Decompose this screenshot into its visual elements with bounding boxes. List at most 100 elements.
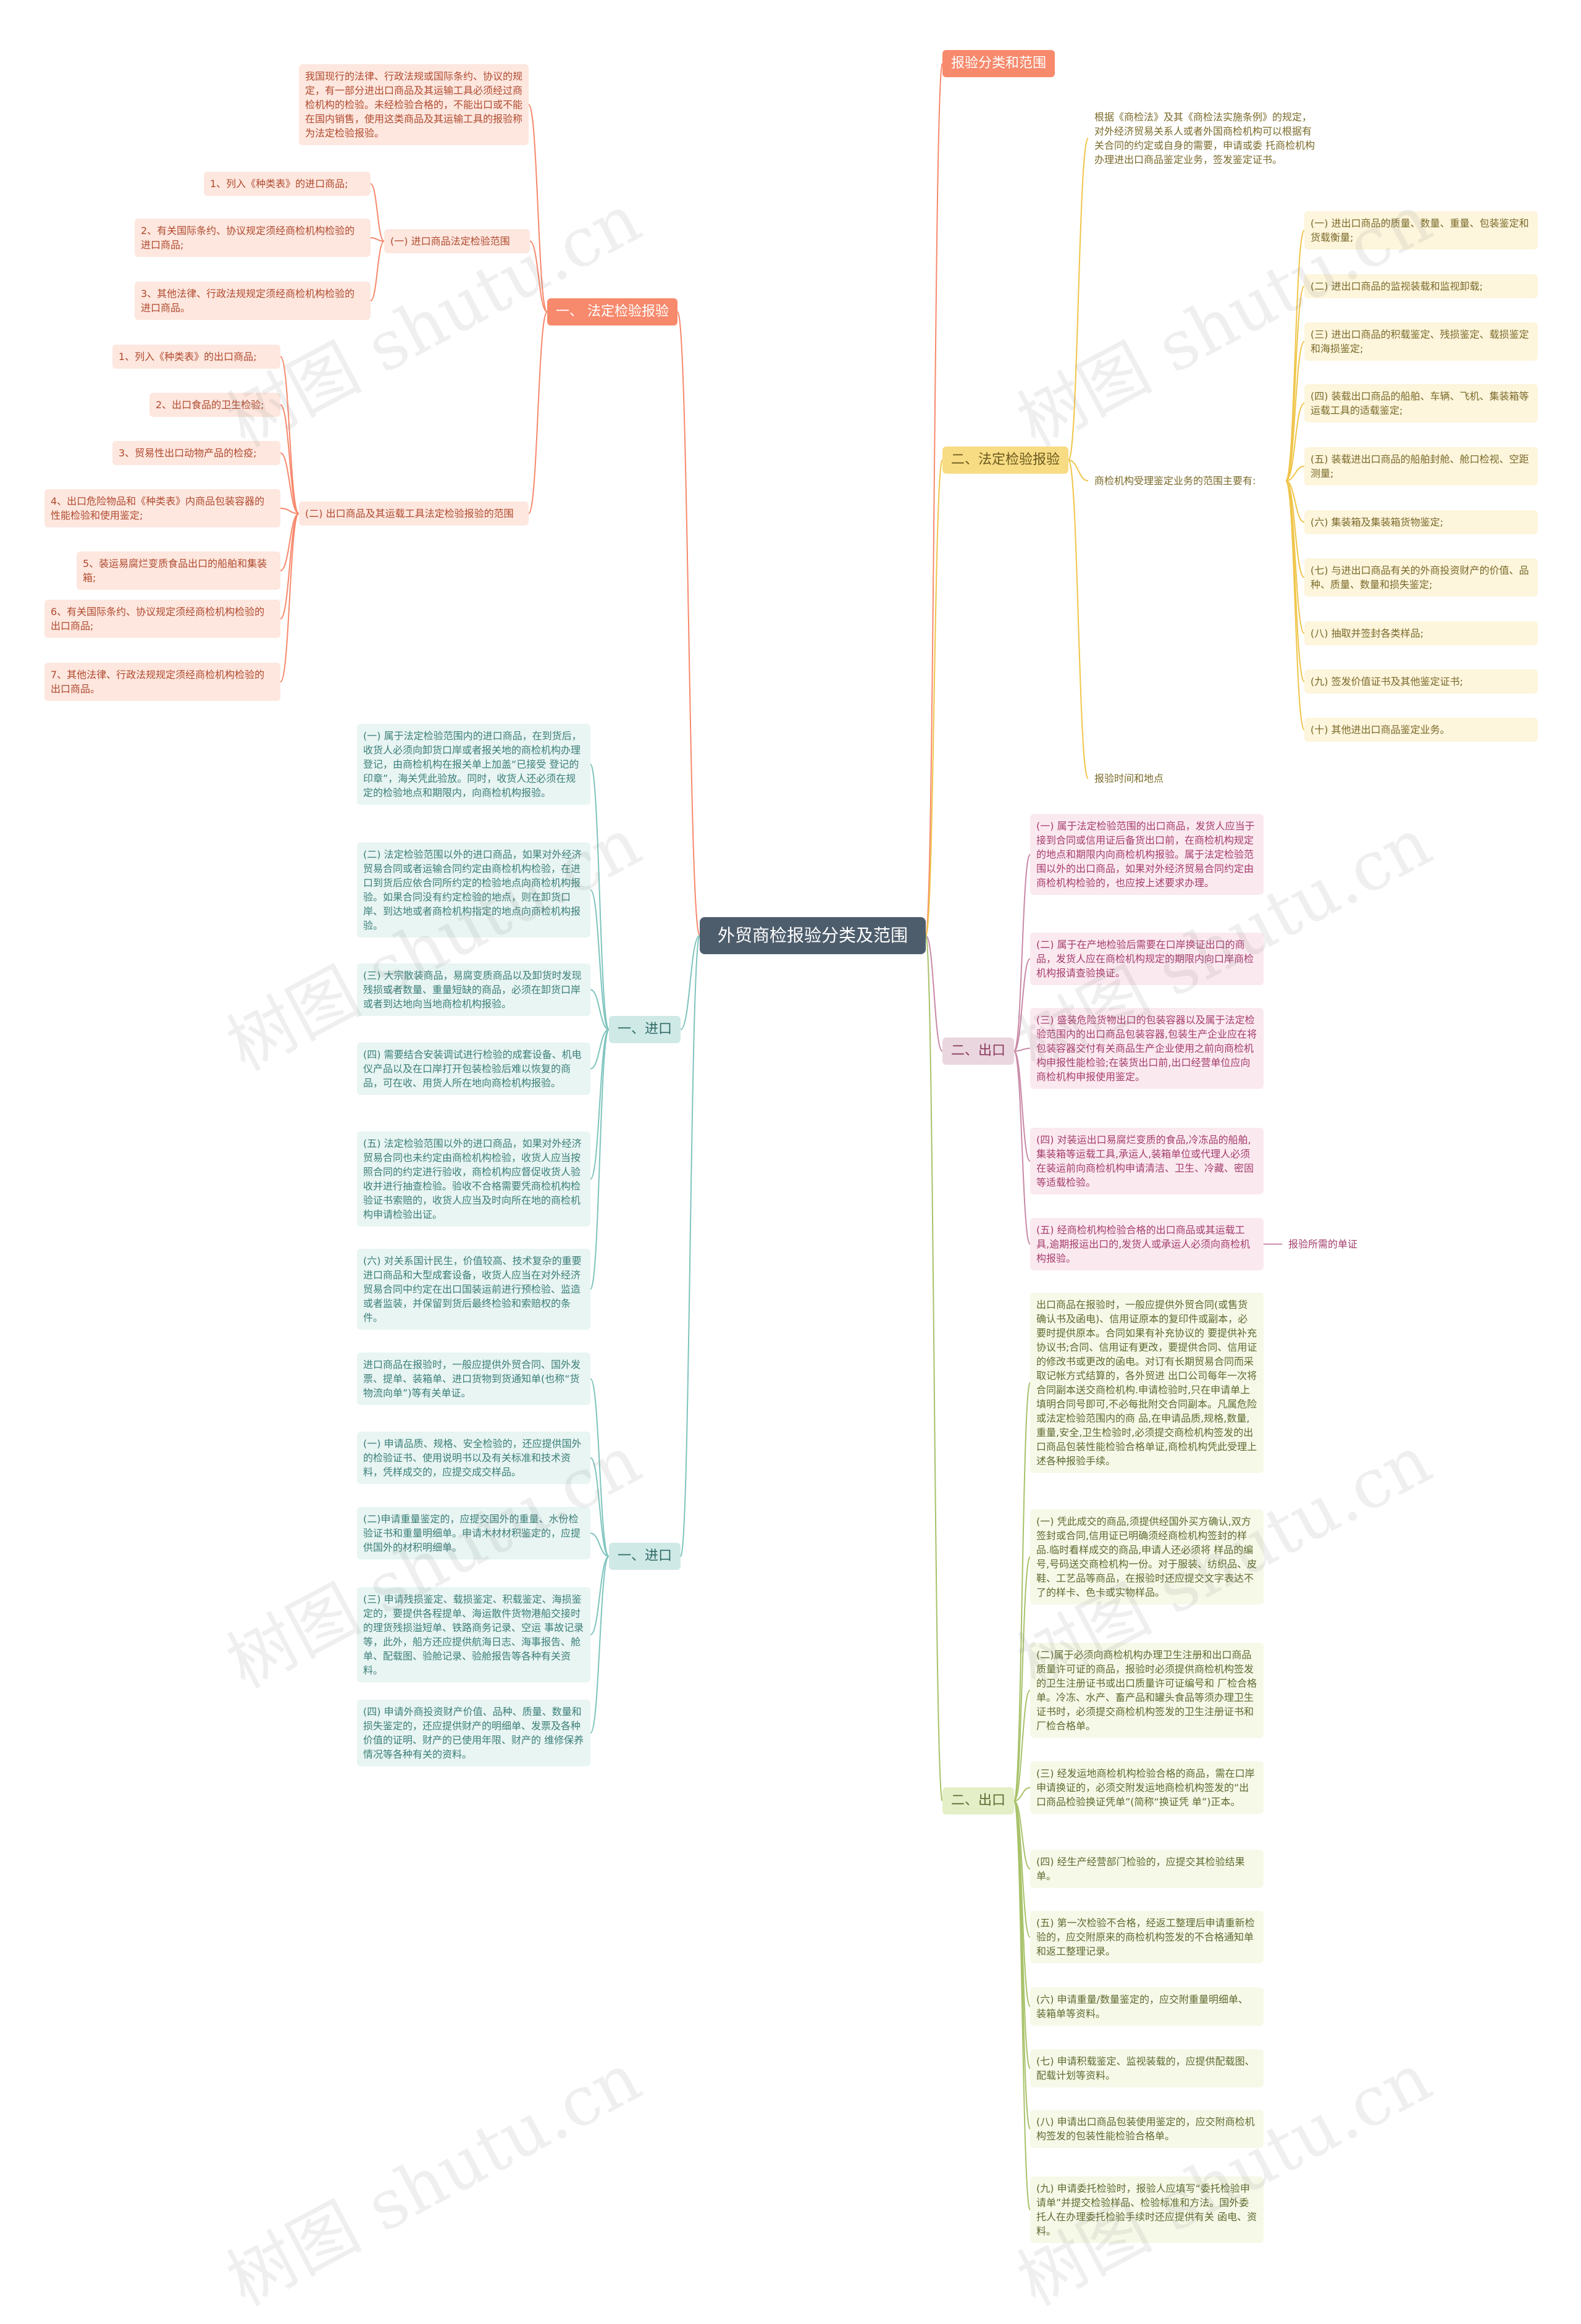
connector (590, 1532, 610, 1557)
export-time-place-item: (三) 盛装危险货物出口的包装容器以及属于法定检验范围内的出口商品包装容器,包装… (1030, 1008, 1264, 1089)
connector (528, 311, 548, 514)
appraisal-scope-label[interactable]: 商检机构受理鉴定业务的范围主要有: (1094, 475, 1256, 487)
connector (370, 237, 385, 242)
connector (1068, 459, 1089, 779)
import-documents-item: (二)申请重量鉴定的，应提交国外的重量、水份检验证书和重量明细单。申请木材材积鉴… (357, 1507, 590, 1559)
connector (280, 508, 300, 514)
appraisal-scope-item: (五) 装载进出口商品的船舶封舱、舱口检视、空距测量; (1304, 447, 1538, 485)
connector (1013, 1787, 1031, 1802)
connector (1013, 1051, 1031, 1245)
appraisal-scope-item: (九) 签发价值证书及其他鉴定证书; (1304, 669, 1538, 694)
export-documents-item: (五) 第一次检验不合格，经返工整理后申请重新检验的，应交附原来的商检机构签发的… (1030, 1911, 1264, 1963)
connector (590, 763, 610, 1030)
connector (1068, 459, 1089, 482)
connector (590, 1556, 610, 1635)
export-scope-item: 1、列入《种类表》的出口商品; (112, 345, 280, 369)
connector (680, 935, 700, 1557)
connector (590, 989, 610, 1030)
import-scope-item: 1、列入《种类表》的进口商品; (204, 172, 371, 196)
connector (925, 63, 943, 936)
import-time-place-item: (二) 法定检验范围以外的进口商品，如果对外经济贸易合同或者运输合同约定由商检机… (357, 842, 590, 938)
connector (1013, 1690, 1031, 1802)
export-documents-item: (六) 申请重量/数量鉴定的，应交附重量明细单、装箱单等资料。 (1030, 1987, 1264, 2026)
import-documents-item: (四) 申请外商投资财产价值、品种、质量、数量和损失鉴定的，还应提供财产的明细单… (357, 1700, 590, 1766)
import-documents-item: (一) 申请品质、规格、安全检验的，还应提供国外的检验证书、使用说明书以及有关标… (357, 1432, 590, 1484)
branch-legal-inspection[interactable]: 一、 法定检验报验 (547, 298, 677, 325)
export-scope-item: 2、出口食品的卫生检验; (149, 393, 280, 417)
export-scope-item: 7、其他法律、行政法规规定须经商检机构检验的出口商品。 (44, 663, 280, 701)
export-time-place-item: (一) 属于法定检验范围的出口商品，发货人应当于接到合同或信用证后备货出口前，在… (1030, 814, 1264, 895)
appraisal-scope-item: (三) 进出口商品的积载鉴定、残损鉴定、载损鉴定和海损鉴定; (1304, 322, 1538, 361)
export-documents-item: (一) 凭此成交的商品,须提供经国外买方确认,双方签封或合同,信用证已明确须经商… (1030, 1509, 1264, 1605)
import-scope-group[interactable]: (一) 进口商品法定检验范围 (384, 229, 530, 253)
connector (1014, 1047, 1031, 1052)
connector (590, 1029, 610, 1290)
connector (1013, 1051, 1031, 1162)
appraisal-intro: 根据《商检法》及其《商检法实施条例》的规定，对外经济贸易关系人或者外国商检机构可… (1094, 111, 1315, 166)
export-documents-item: (二)属于必须向商检机构办理卫生注册和出口商品质量许可证的商品，报验时必须提供商… (1030, 1643, 1264, 1738)
connector (1013, 1800, 1031, 2129)
connector (1013, 1800, 1031, 1869)
import-time-place-item: (五) 法定检验范围以外的进口商品，如果对外经济贸易合同也未约定由商检机构检验，… (357, 1131, 590, 1227)
connector (1285, 403, 1305, 482)
export-documents-item: (九) 申请委托检验时，报验人应填写“委托检验申请单”并提交检验样品、检验标准和… (1030, 2176, 1264, 2243)
connector (1285, 341, 1305, 482)
documents-label[interactable]: 报验所需的单证 (1288, 1238, 1358, 1250)
export-documents-item: (三) 经发运地商检机构检验合格的商品，需在口岸申请换证的，必须交附发运地商检机… (1030, 1761, 1264, 1814)
connector (1013, 1800, 1031, 2210)
export-time-place-item: (二) 属于在产地检验后需要在口岸换证出口的商品，发货人应在商检机构规定的期限内… (1030, 933, 1264, 985)
import-documents-item: 进口商品在报验时，一般应提供外贸合同、国外发票、提单、装箱单、进口货物到货通知单… (357, 1353, 590, 1405)
connector (677, 311, 700, 936)
import-time-place-item: (六) 对关系国计民生，价值较高、技术复杂的重要进口商品和大型成套设备，收货人应… (357, 1249, 590, 1330)
import-documents-item: (三) 申请残损鉴定、载损鉴定、积载鉴定、海损鉴定的，要提供各程提单、海运散件货… (357, 1587, 590, 1682)
connector (590, 889, 610, 1030)
connector (280, 356, 300, 514)
branch-export-time-place[interactable]: 二、出口 (942, 1038, 1015, 1065)
export-documents-item: (七) 申请积载鉴定、监视装载的，应提供配载图、配载计划等资料。 (1030, 2049, 1264, 2087)
connector (1013, 854, 1031, 1052)
connector (1013, 958, 1031, 1052)
branch-import-documents[interactable]: 一、进口 (609, 1543, 681, 1570)
appraisal-scope-item: (七) 与进出口商品有关的外商投资财产的价值、品种、质量、数量和损失鉴定; (1304, 558, 1538, 597)
appraisal-scope-item: (六) 集装箱及集装箱货物鉴定; (1304, 510, 1538, 534)
connector (280, 404, 300, 514)
export-scope-group[interactable]: (二) 出口商品及其运载工具法定检验报验的范围 (299, 501, 529, 526)
appraisal-scope-item: (八) 抽取并签封各类样品; (1304, 621, 1538, 645)
import-scope-item: 3、其他法律、行政法规规定须经商检机构检验的进口商品。 (135, 282, 371, 320)
connector (590, 1029, 610, 1180)
connector (590, 1029, 610, 1070)
import-scope-item: 2、有关国际条约、协议规定须经商检机构检验的进口商品; (135, 219, 371, 257)
import-time-place-item: (一) 属于法定检验范围内的进口商品，在到货后，收货人必须向卸货口岸或者报关地的… (357, 724, 590, 805)
connector (1013, 1556, 1031, 1802)
branch-scope[interactable]: 报验分类和范围 (942, 50, 1055, 77)
connector (590, 1556, 610, 1734)
export-scope-item: 4、出口危险物品和《种类表》内商品包装容器的性能检验和使用鉴定; (44, 489, 280, 527)
branch-import-time-place[interactable]: 一、进口 (609, 1016, 681, 1043)
connector (370, 240, 385, 301)
appraisal-scope-item: (一) 进出口商品的质量、数量、重量、包装鉴定和货载衡量; (1304, 211, 1538, 250)
connector (1013, 1382, 1031, 1802)
export-scope-item: 6、有关国际条约、协议规定须经商检机构检验的出口商品; (44, 600, 280, 638)
connector (1285, 480, 1305, 523)
connector (925, 935, 943, 1802)
legal-inspection-intro: 我国现行的法律、行政法规或国际条约、协议的规定，有一部分进出口商品及其运输工具必… (299, 64, 529, 145)
connector (590, 1457, 610, 1557)
connector (590, 1378, 610, 1557)
connector (1285, 285, 1305, 482)
branch-export-documents[interactable]: 二、出口 (942, 1787, 1015, 1814)
connector (680, 935, 700, 1030)
appraisal-scope-item: (二) 进出口商品的监视装载和监视卸载; (1304, 274, 1538, 298)
connector (925, 935, 943, 1052)
branch-appraisal[interactable]: 二、法定检验报验 (942, 447, 1069, 474)
connector (280, 513, 300, 682)
connector (528, 104, 548, 313)
time-place-label[interactable]: 报验时间和地点 (1094, 773, 1164, 784)
export-documents-item: (四) 经生产经营部门检验的，应提交其检验结果单。 (1030, 1850, 1264, 1888)
root-topic[interactable]: 外贸商检报验分类及范围 (700, 917, 926, 954)
connector (280, 513, 300, 619)
connector (1285, 480, 1305, 731)
appraisal-scope-item: (十) 其他进出口商品鉴定业务。 (1304, 718, 1538, 742)
export-time-place-item: (四) 对装运出口易腐烂变质的食品,冷冻品的船舶,集装箱等运载工具,承运人,装箱… (1030, 1128, 1264, 1194)
connector (925, 459, 943, 936)
